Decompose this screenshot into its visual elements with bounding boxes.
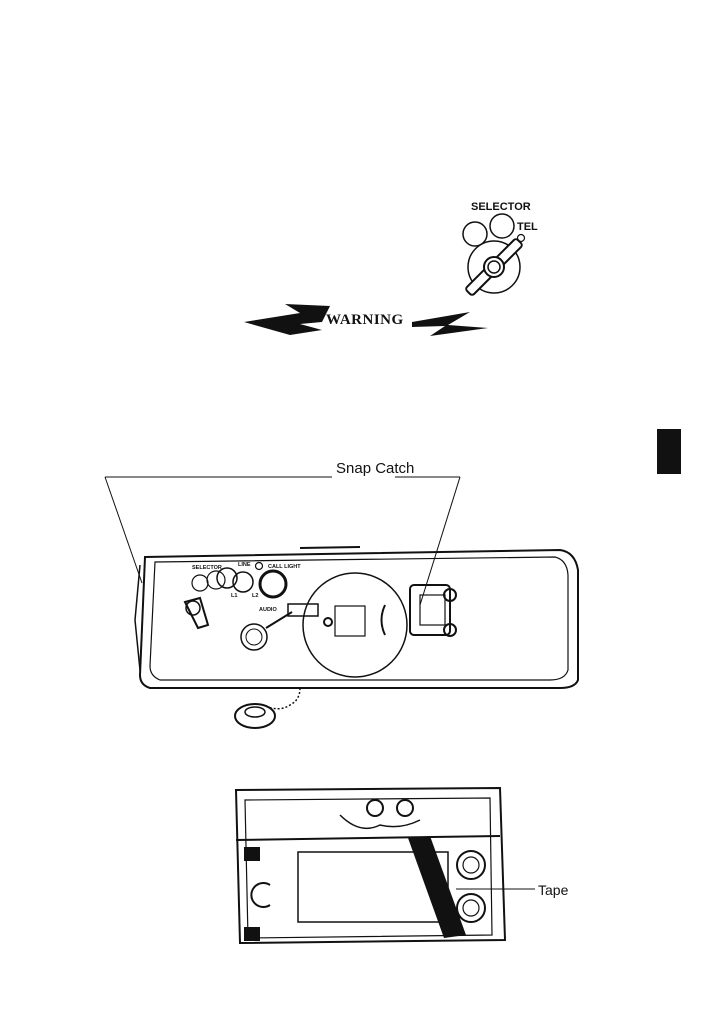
inside-view-drawing: [234, 786, 507, 945]
selector-title: SELECTOR: [471, 201, 531, 213]
snap-catch-callout: Snap Catch: [336, 460, 415, 477]
warning-label: WARNING: [326, 312, 404, 328]
panel-call-light-label: CALL LIGHT: [268, 564, 301, 570]
panel-l2-label: L2: [252, 593, 258, 599]
panel-l1-label: L1: [231, 593, 237, 599]
panel-selector-label: SELECTOR: [192, 565, 222, 571]
tel-label: TEL: [517, 221, 538, 233]
tape-callout: Tape: [538, 882, 569, 898]
tape-strip: [408, 836, 466, 938]
section-tab: [657, 429, 681, 474]
front-view-drawing: [134, 546, 579, 729]
panel-line-label: LINE: [238, 562, 251, 568]
panel-audio-label: AUDIO: [259, 607, 277, 613]
